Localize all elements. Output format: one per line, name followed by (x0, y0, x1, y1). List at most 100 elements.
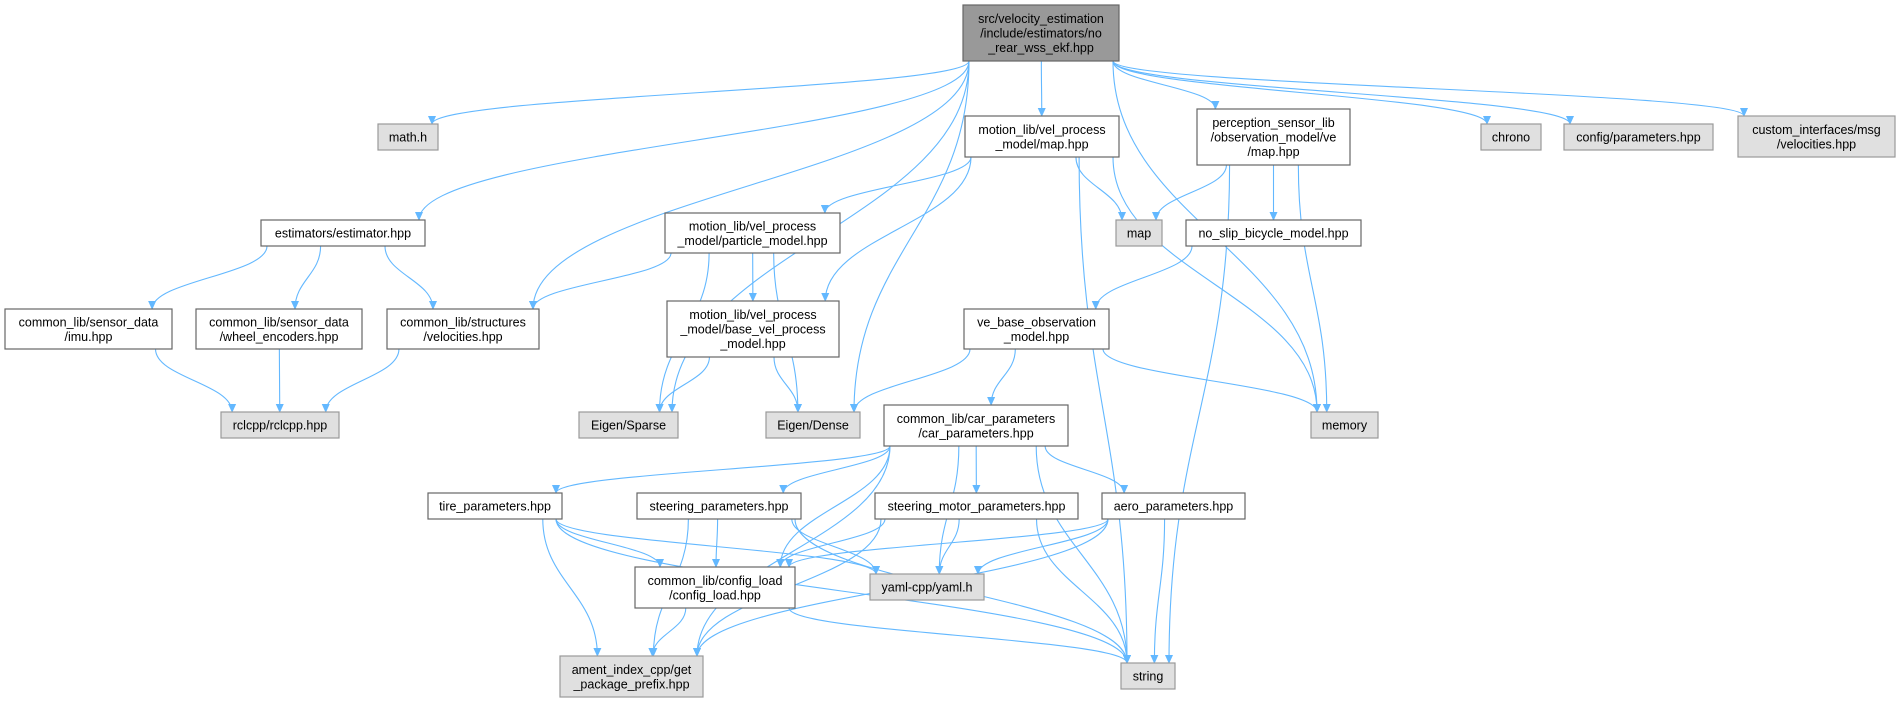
node-box (1563, 123, 1714, 151)
node-box (260, 219, 426, 247)
node-string[interactable]: string (1120, 662, 1176, 690)
node-aero[interactable]: aero_parameters.hpp (1101, 492, 1246, 520)
edge-root-to-chrono (1112, 60, 1491, 125)
edge-arrow (1297, 164, 1331, 413)
node-box (195, 308, 363, 350)
node-box (874, 492, 1079, 520)
node-label-line: rclcpp/rclcpp.hpp (233, 419, 328, 433)
node-box (1737, 115, 1896, 158)
node-label-line: motion_lib/vel_process (689, 219, 816, 233)
node-wheel[interactable]: common_lib/sensor_data/wheel_encoders.hp… (195, 308, 363, 350)
edge-percep-to-string (1164, 164, 1231, 664)
node-label-line: _package_prefix.hpp (572, 677, 689, 691)
edge-steering-to-yaml (791, 518, 881, 575)
node-estimator[interactable]: estimators/estimator.hpp (260, 219, 426, 247)
edge-tire-to-config-load (555, 518, 665, 568)
node-box (427, 492, 563, 520)
edge-arrow (791, 518, 881, 575)
edge-percep-to-map (1151, 164, 1227, 221)
node-config-load[interactable]: common_lib/config_load/config_load.hpp (634, 566, 796, 609)
edge-car-to-tire (552, 445, 891, 494)
node-label-line: no_slip_bicycle_model.hpp (1198, 227, 1348, 241)
node-root[interactable]: src/velocity_estimation/include/estimato… (962, 4, 1120, 62)
edge-arrow (555, 518, 665, 568)
node-label-line: _model.hpp (1003, 330, 1069, 344)
edge-car-to-aero (1044, 445, 1129, 494)
node-label-line: estimators/estimator.hpp (275, 227, 411, 241)
edge-steering-motor-to-yaml (935, 518, 960, 575)
node-particle[interactable]: motion_lib/vel_process_model/particle_mo… (664, 212, 841, 254)
edge-arrow (1078, 156, 1132, 664)
node-imu[interactable]: common_lib/sensor_data/imu.hpp (4, 308, 173, 350)
edge-arrow (528, 252, 672, 310)
edge-map-motion-to-particle (820, 156, 972, 214)
node-box (962, 4, 1120, 62)
node-label-line: /include/estimators/no (980, 27, 1102, 41)
edge-estimator-to-imu (148, 245, 268, 310)
node-box (1120, 662, 1176, 690)
node-ament[interactable]: ament_index_cpp/get_package_prefix.hpp (559, 655, 704, 698)
node-label-line: /imu.hpp (65, 330, 113, 344)
node-map-motion[interactable]: motion_lib/vel_process_model/map.hpp (964, 115, 1120, 158)
node-box (559, 655, 704, 698)
node-map[interactable]: map (1115, 219, 1163, 247)
edge-arrow (776, 445, 891, 568)
node-yaml[interactable]: yaml-cpp/yaml.h (869, 573, 985, 601)
edge-root-to-dense (849, 60, 970, 413)
node-car[interactable]: common_lib/car_parameters/car_parameters… (883, 404, 1069, 447)
edge-arrow (555, 518, 1131, 664)
node-label-line: _model/base_vel_process (679, 323, 825, 337)
edge-estimator-to-wheel (290, 245, 322, 310)
node-velocities[interactable]: common_lib/structures/velocities.hpp (386, 308, 540, 350)
node-label-line: src/velocity_estimation (978, 12, 1104, 26)
node-box (578, 411, 679, 439)
node-label-line: ve_base_observation (977, 315, 1096, 329)
node-box (964, 115, 1120, 158)
edge-aero-to-config-load (785, 518, 1109, 568)
node-config-params[interactable]: config/parameters.hpp (1563, 123, 1714, 151)
edge-vebase-to-car (987, 348, 1016, 406)
node-tire[interactable]: tire_parameters.hpp (427, 492, 563, 520)
node-steering[interactable]: steering_parameters.hpp (636, 492, 802, 520)
node-noslip[interactable]: no_slip_bicycle_model.hpp (1185, 219, 1362, 247)
edge-car-to-ament (692, 445, 891, 657)
node-custom[interactable]: custom_interfaces/msg/velocities.hpp (1737, 115, 1896, 158)
edge-root-to-velocities (528, 60, 970, 310)
edge-car-to-steering (779, 445, 891, 494)
edge-arrow (849, 348, 971, 413)
node-percep[interactable]: perception_sensor_lib/observation_model/… (1196, 108, 1351, 166)
node-sparse[interactable]: Eigen/Sparse (578, 411, 679, 439)
node-label-line: string (1133, 670, 1164, 684)
node-box (636, 492, 802, 520)
edge-arrow (1112, 156, 1322, 413)
edge-root-to-estimator (415, 60, 970, 221)
node-math[interactable]: math.h (377, 123, 439, 151)
node-chrono[interactable]: chrono (1480, 123, 1542, 151)
node-label-line: _model/particle_model.hpp (676, 234, 827, 248)
node-box (1310, 411, 1379, 439)
edge-arrow (935, 518, 960, 575)
edge-tire-to-yaml (555, 518, 880, 575)
node-vebase[interactable]: ve_base_observation_model.hpp (963, 308, 1110, 350)
node-dense[interactable]: Eigen/Dense (765, 411, 861, 439)
edge-map-motion-to-memory (1112, 156, 1322, 413)
node-box (1480, 123, 1542, 151)
edge-arrow (1102, 348, 1321, 413)
edge-arrow (154, 348, 237, 413)
edge-vebase-to-memory (1102, 348, 1321, 413)
node-label-line: perception_sensor_lib (1212, 116, 1334, 130)
node-memory[interactable]: memory (1310, 411, 1379, 439)
node-label-line: steering_parameters.hpp (650, 500, 789, 514)
node-steering-motor[interactable]: steering_motor_parameters.hpp (874, 492, 1079, 520)
edge-arrow (788, 607, 1131, 664)
node-label-line: /car_parameters.hpp (918, 426, 1033, 440)
node-label-line: /observation_model/ve (1211, 131, 1337, 145)
edge-arrow (1112, 60, 1574, 125)
edge-arrow (973, 518, 1109, 575)
node-base-vel[interactable]: motion_lib/vel_process_model/base_vel_pr… (666, 300, 840, 358)
node-rclcpp[interactable]: rclcpp/rclcpp.hpp (220, 411, 340, 439)
node-box (1185, 219, 1362, 247)
node-label-line: common_lib/sensor_data (19, 315, 159, 329)
node-label-line: /wheel_encoders.hpp (220, 330, 339, 344)
edge-arrow (773, 356, 803, 413)
